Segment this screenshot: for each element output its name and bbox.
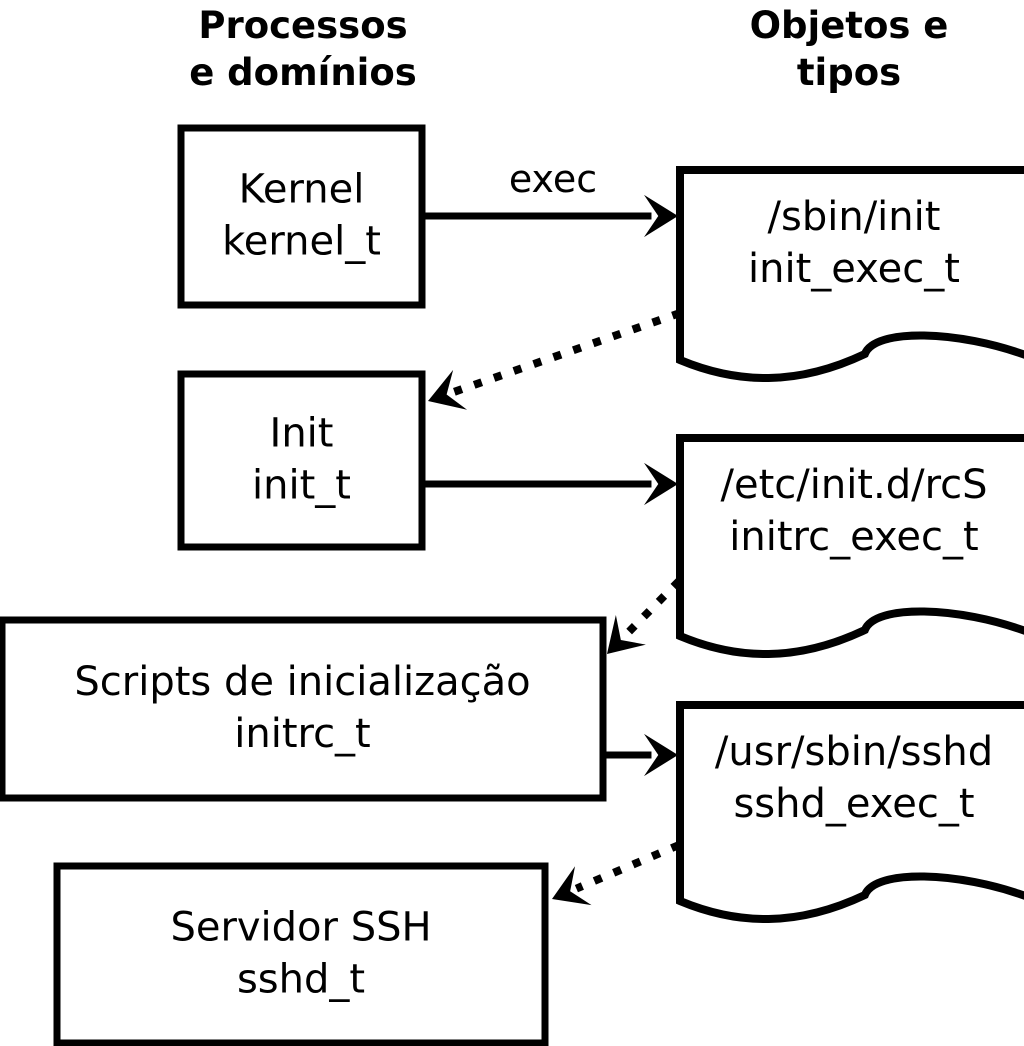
node-label-line2-init-exec: init_exec_t bbox=[748, 246, 960, 292]
diagram-edge-kernel-exec-init-exec[interactable] bbox=[422, 194, 678, 238]
node-label-line2-sshd-exec: sshd_exec_t bbox=[733, 781, 974, 827]
processes-column-header-line2: e domínios bbox=[189, 51, 417, 94]
edge-labels-layer: exec bbox=[509, 157, 597, 201]
diagram-node-initrc[interactable]: Scripts de inicialização initrc_t bbox=[0, 616, 607, 802]
rect-shape-sshd bbox=[53, 862, 549, 1046]
edge-line-initrc-exec-transition-initrc bbox=[622, 578, 682, 638]
arrow-head-icon-sshd-exec-transition-sshd bbox=[552, 866, 592, 906]
arrow-head-icon-initrc-exec-sshd-exec bbox=[644, 733, 678, 777]
node-label-line1-sshd-exec: /usr/sbin/sshd bbox=[715, 729, 993, 775]
node-label-line2-kernel: kernel_t bbox=[222, 219, 381, 265]
arrow-head-icon-initrc-exec-transition-initrc bbox=[607, 614, 646, 654]
diagram-node-initrc-exec[interactable]: /etc/init.d/rcS initrc_exec_t bbox=[676, 434, 1024, 659]
rect-shape-kernel bbox=[177, 124, 426, 309]
edge-line-sshd-exec-transition-sshd bbox=[574, 841, 681, 893]
diagram-edge-initrc-exec-sshd-exec[interactable] bbox=[603, 733, 678, 777]
rect-shape-initrc bbox=[0, 616, 607, 802]
objects-column-header-line1: Objetos e bbox=[750, 4, 949, 47]
node-label-line2-sshd: sshd_t bbox=[237, 957, 365, 1003]
diagram-node-init[interactable]: Init init_t bbox=[177, 370, 426, 551]
diagram-edge-initrc-exec-transition-initrc[interactable] bbox=[607, 578, 682, 654]
diagram-edge-init-exec-transition-init[interactable] bbox=[428, 309, 682, 410]
rect-shape-init bbox=[177, 370, 426, 551]
diagram-node-init-exec[interactable]: /sbin/init init_exec_t bbox=[676, 166, 1024, 383]
node-label-line2-initrc: initrc_t bbox=[234, 711, 371, 757]
arrow-head-icon-init-exec-initrc-exec bbox=[644, 462, 678, 506]
node-label-line1-initrc-exec: /etc/init.d/rcS bbox=[720, 462, 987, 508]
arrow-head-icon-kernel-exec-init-exec bbox=[644, 194, 678, 238]
diagram-edge-sshd-exec-transition-sshd[interactable] bbox=[552, 841, 681, 906]
objects-column-header-line2: tipos bbox=[797, 51, 901, 94]
node-label-line2-init: init_t bbox=[252, 463, 351, 509]
node-label-line1-init-exec: /sbin/init bbox=[768, 194, 941, 240]
document-shape-sshd-exec bbox=[676, 701, 1024, 924]
node-label-line1-initrc: Scripts de inicialização bbox=[74, 659, 530, 705]
processes-column-header-line1: Processos bbox=[198, 4, 407, 47]
diagram-edge-init-exec-initrc-exec[interactable] bbox=[422, 462, 678, 506]
node-label-line1-kernel: Kernel bbox=[239, 167, 365, 213]
diagram-node-kernel[interactable]: Kernel kernel_t bbox=[177, 124, 426, 309]
diagram-node-sshd-exec[interactable]: /usr/sbin/sshd sshd_exec_t bbox=[676, 701, 1024, 924]
document-shape-initrc-exec bbox=[676, 434, 1024, 659]
column-headers: Processos e domínios Objetos e tipos bbox=[189, 4, 948, 94]
diagram-node-sshd[interactable]: Servidor SSH sshd_t bbox=[53, 862, 549, 1046]
document-shape-init-exec bbox=[676, 166, 1024, 383]
node-label-line1-sshd: Servidor SSH bbox=[170, 905, 431, 951]
node-label-line1-init: Init bbox=[270, 411, 334, 457]
node-label-line2-initrc-exec: initrc_exec_t bbox=[729, 514, 978, 560]
arrow-head-icon-init-exec-transition-init bbox=[428, 369, 468, 410]
edge-line-init-exec-transition-init bbox=[451, 309, 682, 397]
edges-layer bbox=[422, 194, 682, 906]
edge-label-kernel-exec-init-exec: exec bbox=[509, 157, 597, 201]
